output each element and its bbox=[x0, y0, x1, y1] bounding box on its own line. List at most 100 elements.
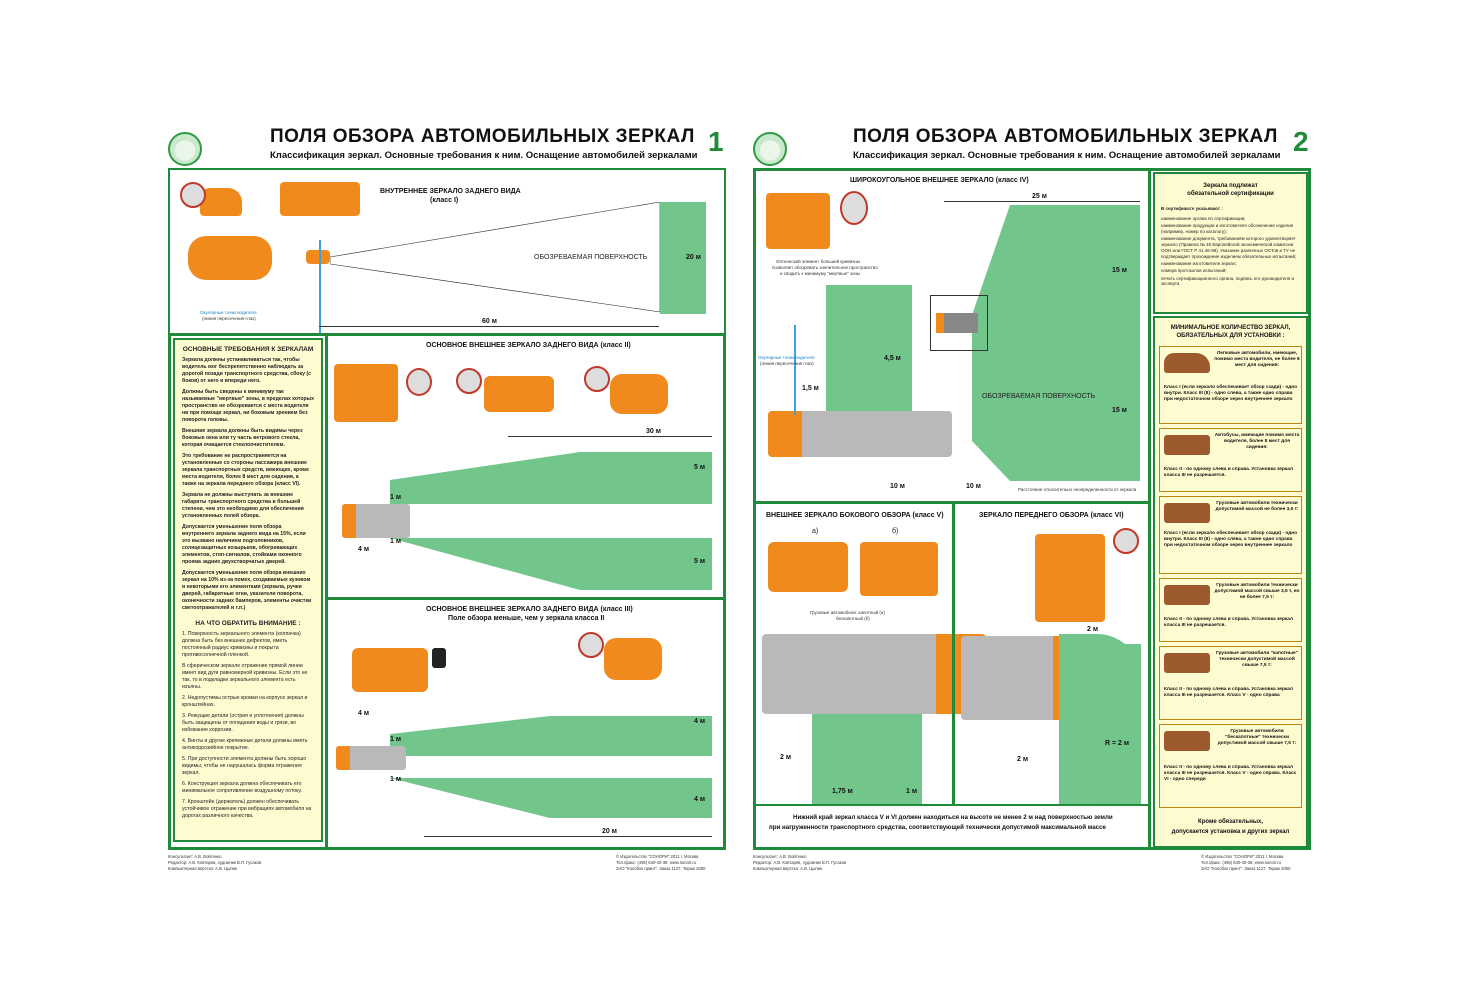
attention-1: 1. Поверхность зеркального элемента (кол… bbox=[182, 631, 301, 658]
class2-field-top bbox=[390, 452, 712, 590]
class2-offset: 4 м bbox=[358, 546, 370, 553]
class4-45m: 4,5 м bbox=[884, 355, 901, 362]
category-card: Легковые автомобили, имеющие, помимо мес… bbox=[1159, 346, 1302, 424]
req-p5: Зеркала не должны выступать за внешние г… bbox=[182, 492, 304, 519]
class4-title: ШИРОКОУГОЛЬНОЕ ВНЕШНЕЕ ЗЕРКАЛО (класс IV… bbox=[850, 177, 1029, 184]
credits-left: Консультант: А.В. Войтенко Редактор: А.В… bbox=[753, 854, 846, 872]
min-head-1: МИНИМАЛЬНОЕ КОЛИЧЕСТВО ЗЕРКАЛ, bbox=[1170, 325, 1291, 331]
class4-eye-1: Окулярные точки водителя bbox=[758, 355, 815, 360]
class5-2m: 2 м bbox=[780, 754, 792, 761]
van-class2 bbox=[484, 376, 554, 412]
interior-field bbox=[660, 202, 706, 314]
category-req: Класс I (если зеркало обеспечивает обзор… bbox=[1164, 531, 1298, 548]
credit-line: © Издательство "СОНОРИ" 2011 г. Москва bbox=[1201, 854, 1284, 859]
category-req: Класс I (если зеркало обеспечивает обзор… bbox=[1164, 385, 1298, 402]
interior-distance-line bbox=[319, 326, 659, 327]
attention-8: 7. Кронштейн (держатель) должен обеспечи… bbox=[182, 799, 312, 819]
truck-icon bbox=[280, 182, 360, 216]
class3-near-bot: 1 м bbox=[390, 776, 402, 783]
category-desc: Грузовые автомобили технически допустимо… bbox=[1214, 583, 1300, 600]
credits-right: © Издательство "СОНОРИ" 2011 г. Москва Т… bbox=[616, 854, 705, 872]
mirror-class4 bbox=[840, 191, 868, 225]
attention-7: 6. Конструкция зеркала должна обеспечива… bbox=[182, 781, 303, 794]
class5-caption-2: бескапотный (б) bbox=[836, 616, 870, 621]
car-topview bbox=[188, 236, 272, 280]
category-req: Класс II - по одному слева и справа. Уст… bbox=[1164, 687, 1294, 698]
mirror-class2-b bbox=[456, 368, 482, 394]
car-icon bbox=[200, 188, 242, 216]
category-req: Класс II - по одному слева и справа. Уст… bbox=[1164, 617, 1294, 628]
truck-class5-a bbox=[768, 542, 848, 592]
credit-line: Тел./факс: (495) 640-40-36; www.sonori.r… bbox=[1201, 860, 1282, 865]
publisher-logo bbox=[168, 132, 202, 166]
class2-near-top: 1 м bbox=[390, 494, 402, 501]
class3-field bbox=[390, 716, 712, 818]
attention-4: 3. Режущие детали (острия и уплотнения) … bbox=[182, 713, 304, 733]
class6-field bbox=[1059, 634, 1141, 804]
class6-2m-top: 2 м bbox=[1087, 626, 1099, 633]
truck-class4-top-left bbox=[768, 411, 952, 457]
category-card: Грузовые автомобили технически допустимо… bbox=[1159, 496, 1302, 574]
divider-horizontal bbox=[170, 333, 724, 336]
cab-class4-top bbox=[936, 313, 978, 333]
cert-sub: В сертификате указывают : bbox=[1161, 206, 1223, 211]
eye-note-1: Окулярные точки водителя bbox=[200, 310, 257, 315]
mirror-class2-c bbox=[584, 366, 610, 392]
class2-width-bot: 5 м bbox=[694, 558, 706, 565]
min-footer-2: допускается установка и других зеркал bbox=[1171, 829, 1290, 835]
divider-v-right bbox=[1148, 171, 1151, 847]
panel-class-4: ШИРОКОУГОЛЬНОЕ ВНЕШНЕЕ ЗЕРКАЛО (класс IV… bbox=[756, 171, 1148, 501]
class5-175m: 1,75 м bbox=[832, 788, 853, 795]
class4-topline bbox=[944, 201, 1140, 202]
class4-note-3: и сводить к минимуму "мертвые" зоны bbox=[780, 271, 861, 276]
passenger-car-icon bbox=[1164, 353, 1210, 373]
min-footer-1: Кроме обязательных, bbox=[1198, 819, 1263, 825]
class3-near-top: 1 м bbox=[390, 736, 402, 743]
mirror-mark-class4 bbox=[930, 295, 988, 351]
category-desc: Грузовые автомобили технически допустимо… bbox=[1215, 501, 1299, 512]
cert-items: наименование органа по сертификации; наи… bbox=[1161, 216, 1301, 289]
category-desc: Легковые автомобили, имеющие, помимо мес… bbox=[1214, 351, 1300, 368]
class4-note-1: Оптический элемент большей кривизны bbox=[776, 259, 861, 264]
truck-class5-b bbox=[860, 542, 938, 596]
class3-offset: 4 м bbox=[358, 710, 370, 717]
truck-class6 bbox=[1035, 534, 1105, 622]
cert-item: наименование изготовителя зеркал; bbox=[1161, 261, 1237, 267]
cert-item: наименование органа по сертификации; bbox=[1161, 216, 1246, 221]
panel-class-2: ОСНОВНОЕ ВНЕШНЕЕ ЗЕРКАЛО ЗАДНЕГО ВИДА (к… bbox=[328, 336, 724, 598]
divider-class3 bbox=[328, 597, 724, 600]
panel-class-3: ОСНОВНОЕ ВНЕШНЕЕ ЗЕРКАЛО ЗАДНЕГО ВИДА (к… bbox=[328, 600, 724, 848]
credit-line: Тел./факс: (495) 640-40-36; www.sonori.r… bbox=[616, 860, 697, 865]
interior-distance: 60 м bbox=[482, 318, 497, 325]
class4-15m-b: 15 м bbox=[1112, 407, 1127, 414]
req-p6: Допускается уменьшение поля обзора внутр… bbox=[182, 524, 306, 565]
credits-left: Консультант: А.В. Войтенко Редактор: А.В… bbox=[168, 854, 261, 872]
sheet-subtitle: Классификация зеркал. Основные требовани… bbox=[853, 150, 1281, 161]
van-class3 bbox=[352, 648, 428, 692]
class6-title: ЗЕРКАЛО ПЕРЕДНЕГО ОБЗОРА (класс VI) bbox=[979, 512, 1124, 519]
panel-interior-mirror: ВНУТРЕННЕЕ ЗЕРКАЛО ЗАДНЕГО ВИДА (класс I… bbox=[170, 170, 724, 336]
cert-item: наименование продукции и изготовителя об… bbox=[1161, 223, 1294, 235]
category-req: Класс II - по одному слева и справа. Уст… bbox=[1164, 467, 1294, 478]
car-class3 bbox=[604, 638, 662, 680]
credit-line: Редактор: А.В. Ковтарев, художник В.П. Г… bbox=[168, 860, 262, 865]
mirror-class3-a bbox=[432, 648, 446, 668]
sheet-number: 2 bbox=[1293, 126, 1309, 157]
class4-25m: 25 м bbox=[1032, 193, 1047, 200]
mirror-class3-b bbox=[578, 632, 604, 658]
category-card: Грузовые автомобили "бескапотные" технич… bbox=[1159, 724, 1302, 808]
panel-class-6: ЗЕРКАЛО ПЕРЕДНЕГО ОБЗОРА (класс VI) 2 м … bbox=[955, 504, 1148, 804]
requirements-heading: ОСНОВНЫЕ ТРЕБОВАНИЯ К ЗЕРКАЛАМ bbox=[182, 346, 314, 353]
interior-class: (класс I) bbox=[430, 197, 459, 204]
van-class3-top bbox=[336, 746, 406, 770]
class5-1m: 1 м bbox=[906, 788, 918, 795]
class3-distance: 20 м bbox=[602, 828, 617, 835]
light-truck-icon bbox=[1164, 503, 1210, 523]
credit-line: Консультант: А.В. Войтенко bbox=[168, 854, 222, 859]
sheet-subtitle: Классификация зеркал. Основные требовани… bbox=[270, 150, 698, 161]
requirements-panel: ОСНОВНЫЕ ТРЕБОВАНИЯ К ЗЕРКАЛАМ Зеркала д… bbox=[173, 338, 323, 842]
credit-line: Компьютерная верстка: А.В. Цыпин bbox=[753, 866, 823, 871]
class4-15m-a: 15 м bbox=[1112, 267, 1127, 274]
truck-class4 bbox=[766, 193, 830, 249]
publisher-logo bbox=[753, 132, 787, 166]
